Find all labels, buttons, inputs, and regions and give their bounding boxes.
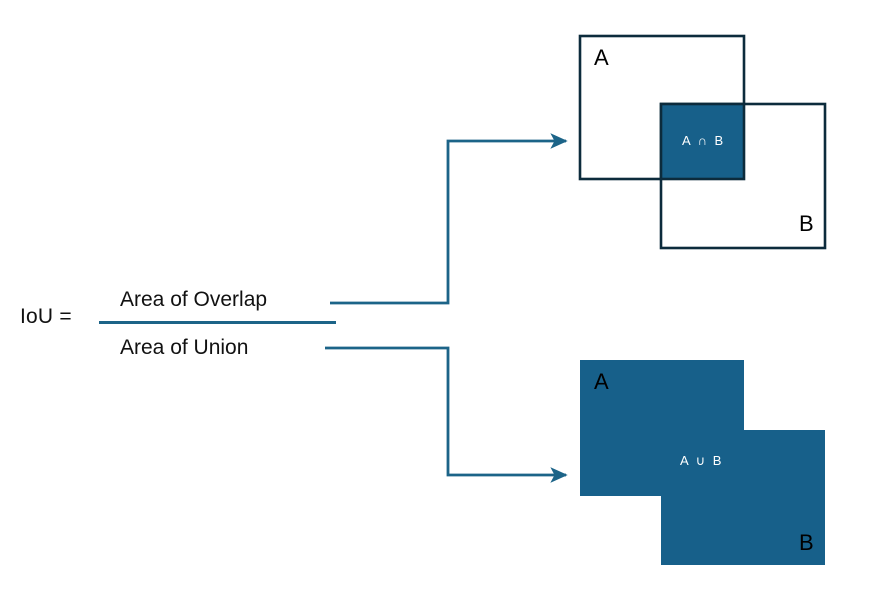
union-region [580, 360, 825, 565]
fraction-bar [99, 321, 336, 324]
intersection-figure [578, 34, 827, 250]
intersection-label-a: A [594, 45, 609, 70]
intersection-label-b: B [799, 211, 814, 236]
connector-to-union [325, 346, 568, 483]
fraction-denominator: Area of Union [120, 336, 249, 359]
connector-to-intersection [330, 133, 568, 305]
union-region-label: A ∪ B [680, 453, 724, 468]
fraction-numerator: Area of Overlap [120, 288, 268, 311]
union-figure [580, 360, 825, 565]
intersection-overlap-region [659, 102, 746, 181]
union-label-b: B [799, 530, 814, 555]
union-label-a: A [594, 369, 609, 394]
intersection-region-label: A ∩ B [682, 133, 726, 148]
iou-equals-label: IoU = [20, 305, 72, 328]
